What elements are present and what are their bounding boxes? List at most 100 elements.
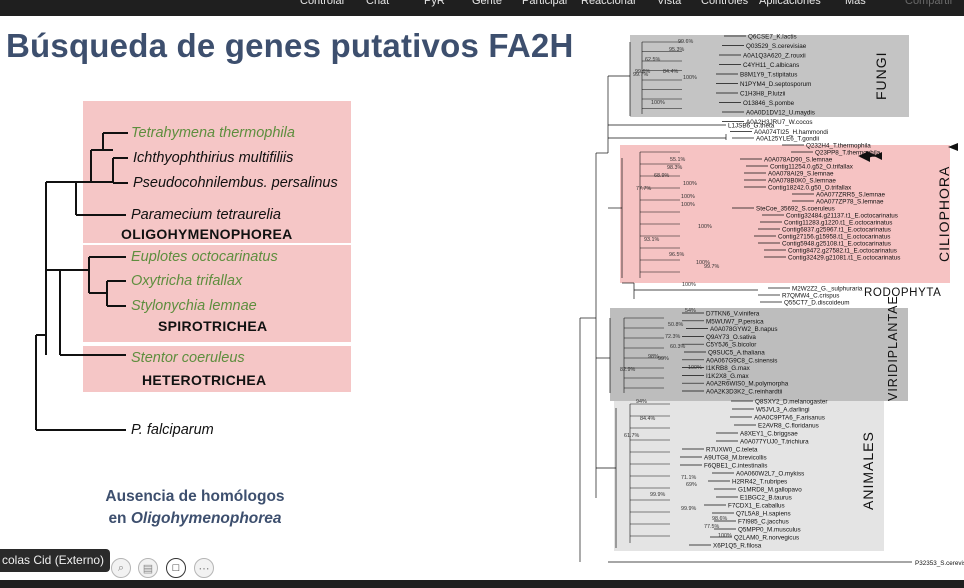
menu-chat[interactable]: Chat — [366, 0, 390, 7]
leaf-label: Contig8472.g27582.t1_E.octocarinatus — [788, 248, 897, 255]
taxon-stentor: Stentor coeruleus — [131, 350, 245, 366]
bootstrap-value: 100% — [688, 365, 702, 371]
slide-caption: Ausencia de homólogos en Oligohymenophor… — [60, 486, 330, 530]
taxon-tetrahymena: Tetrahymena thermophila — [131, 125, 295, 141]
caption-line-1: Ausencia de homólogos — [105, 488, 285, 505]
leaf-label: M5WUW7_P.persica — [706, 318, 764, 325]
outgroup-label: P32353_S.cerevisiae — [915, 560, 964, 567]
taxon-ichthyophthirius: Ichthyophthirius multifiliis — [133, 150, 294, 166]
leaf-label: N1PYM4_D.septosporum — [740, 81, 811, 88]
leaf-label: A8XEY1_C.briggsae — [740, 431, 798, 438]
leaf-label: Q55CT7_D.discoideum — [784, 300, 849, 307]
bootstrap-value: 99.7% — [633, 72, 648, 78]
taxon-paramecium: Paramecium tetraurelia — [131, 207, 281, 223]
leaf-label: Q232H4_T.thermophila — [806, 143, 871, 150]
leaf-label: A0A074TI25_H.hammondi — [754, 129, 828, 136]
leaf-label: B8M1Y9_T.stipitatus — [740, 72, 797, 79]
group-label-rodophyta: RODOPHYTA — [864, 287, 941, 299]
menu-pyr[interactable]: PyR — [424, 0, 445, 7]
leaf-label: Contig32429.g21081.t1_E.octocarinatus — [788, 255, 900, 262]
taxon-plasmodium: P. falciparum — [131, 422, 214, 438]
leaf-label: R7QMW4_C.crispus — [782, 293, 839, 300]
bootstrap-value: 99.6% — [635, 69, 650, 75]
leaf-label: A0A1Q3A620_Z.rouxii — [743, 53, 806, 60]
menu-controles[interactable]: Controles — [701, 0, 749, 7]
bootstrap-value: 96.5% — [669, 252, 684, 258]
leaf-label: A0A125YLE6_T.gondii — [756, 136, 819, 143]
caption-line-2: en Oligohymenophorea — [60, 508, 330, 530]
bootstrap-value: 77.7% — [636, 186, 651, 192]
leaf-label: A9UTG8_M.brevicollis — [704, 455, 767, 462]
leaf-label: Q03529_S.cerevisiae — [746, 43, 807, 50]
bootstrap-value: 72.3% — [665, 334, 680, 340]
bootstrap-value: 99.9% — [650, 492, 665, 498]
leaf-label: SteCoe_35692_S.coeruleus — [756, 206, 835, 213]
leaf-label: M2W2Z2_G._sulphuraria — [792, 286, 863, 293]
caption-prefix: en — [108, 510, 131, 527]
clade-oligohymenophorea: OLIGOHYMENOPHOREA — [121, 226, 293, 242]
menu-participar[interactable]: Participar — [522, 0, 569, 7]
menu-aplicaciones[interactable]: Aplicaciones — [759, 0, 821, 7]
leaf-label: A0A2R6WIS0_M.polymorpha — [706, 381, 789, 388]
leaf-label: Q5MPP0_M.musculus — [738, 527, 801, 534]
leaf-label: Contig27156.g15958.t1_E.octocarinatus — [778, 234, 890, 241]
highlight-arrow-icon — [860, 152, 870, 162]
leaf-label: A0A2H3JRU7_W.cocos — [746, 119, 813, 126]
bootstrap-value: 100% — [696, 260, 710, 266]
bootstrap-value: 84.4% — [640, 416, 655, 422]
bootstrap-value: 100% — [651, 100, 665, 106]
menu-controlar[interactable]: Controlar — [300, 0, 346, 7]
leaf-label: Q8SXY2_D.melanogaster — [755, 399, 827, 406]
leaf-label: A0A060W2L7_O.mykiss — [736, 471, 804, 478]
slide-title: Búsqueda de genes putativos FA2H — [6, 27, 574, 64]
bootstrap-value: 84.4% — [663, 69, 678, 75]
leaf-label: A0A0D1DV12_U.maydis — [746, 110, 815, 117]
menu-vista[interactable]: Vista — [657, 0, 682, 7]
bootstrap-value: 60.3% — [670, 344, 685, 350]
menu-reaccionar[interactable]: Reaccionar — [581, 0, 637, 7]
bootstrap-value: 69% — [686, 482, 697, 488]
highlight-arrow-icon — [874, 152, 882, 160]
bootstrap-value: 54% — [685, 308, 696, 314]
menu-gente[interactable]: Gente — [472, 0, 502, 7]
leaf-label: G1MRD8_M.gallopavo — [738, 487, 802, 494]
leaf-label: R7UXW0_C.teleta — [706, 447, 758, 454]
bootstrap-value: 71.1% — [681, 475, 696, 481]
leaf-label: H2RR42_T.rubripes — [732, 479, 787, 486]
group-label-ciliophora: CILIOPHORA — [936, 166, 952, 262]
participant-name-tag: colas Cid (Externo) — [0, 549, 111, 572]
leaf-label: A0A078AI29_S.lemnae — [768, 171, 834, 178]
leaf-label: Q2LAM0_R.norvegicus — [734, 535, 799, 542]
leaf-label: F6QBE1_C.intestinalis — [704, 463, 767, 470]
bootstrap-value: 100% — [698, 224, 712, 230]
bootstrap-value: 98% — [648, 354, 659, 360]
more-icon[interactable]: ⋯ — [194, 558, 214, 578]
bootstrap-value: 98.3% — [667, 165, 682, 171]
leaf-label: A0A2K3D3K2_C.reinhardtii — [706, 389, 782, 396]
menu-compartir[interactable]: Compartir — [905, 0, 954, 7]
leaf-label: F7CDX1_E.caballus — [728, 503, 785, 510]
leaf-label: C1H3H8_P.lutzii — [740, 91, 785, 98]
leaf-label: X6P1Q5_R.filosa — [713, 543, 762, 550]
leaf-label: L1JSB6_G.theta — [728, 123, 775, 130]
bootstrap-value: 93.1% — [644, 237, 659, 243]
viridiplantae-box — [610, 308, 908, 401]
taxon-oxytricha: Oxytricha trifallax — [131, 273, 243, 289]
bootstrap-value: 50.8% — [668, 322, 683, 328]
zoom-icon[interactable]: ⌕ — [111, 558, 131, 578]
clade-heterotrichea: HETEROTRICHEA — [142, 372, 267, 388]
bootstrap-value: 100% — [683, 181, 697, 187]
bootstrap-value: 82.9% — [620, 367, 635, 373]
leaf-label: Q9SUC5_A.thaliana — [708, 350, 765, 357]
bootstrap-value: 55.1% — [670, 157, 685, 163]
leaf-label: Q7L5A8_H.sapiens — [736, 511, 791, 518]
camera-icon[interactable]: □ — [166, 558, 186, 578]
spirotrichea-box — [83, 245, 351, 342]
layout-icon[interactable]: ▤ — [138, 558, 158, 578]
leaf-label: Q23PP8_T.thermophila — [815, 150, 881, 157]
bootstrap-value: 94% — [636, 399, 647, 405]
highlight-arrow-icon — [948, 143, 958, 151]
menu-más[interactable]: Más — [845, 0, 866, 7]
bootstrap-value: 99.6% — [678, 39, 693, 45]
